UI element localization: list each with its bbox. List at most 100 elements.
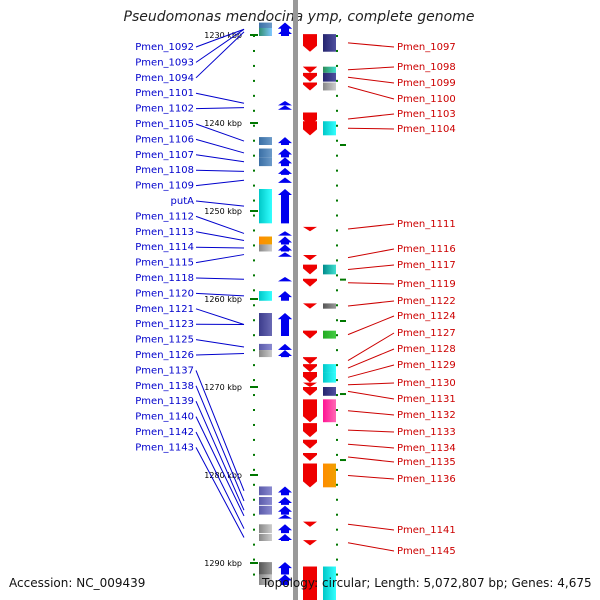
callout-line-pmen-1113 bbox=[195, 231, 245, 241]
cog-box-pmen-1139 bbox=[259, 505, 272, 515]
track-dot bbox=[253, 379, 255, 382]
gene-label-pmen-1122: Pmen_1122 bbox=[397, 296, 456, 307]
cog-box-pmen-1100 bbox=[323, 82, 336, 91]
gene-label-pmen-1104: Pmen_1104 bbox=[397, 124, 456, 135]
gene-label-pmen-1140: Pmen_1140 bbox=[135, 412, 194, 423]
gene-label-pmen-1121: Pmen_1121 bbox=[135, 304, 194, 315]
callout-line-pmen-1111 bbox=[347, 223, 395, 230]
callout-line-pmen-1142 bbox=[195, 431, 245, 529]
track-dot bbox=[253, 438, 255, 441]
forward-gene-pmen-1138 bbox=[278, 497, 292, 505]
callout-line-puta bbox=[195, 200, 245, 207]
track-dots bbox=[253, 35, 346, 576]
gene-label-pmen-1131: Pmen_1131 bbox=[397, 394, 456, 405]
track-dash bbox=[340, 320, 346, 322]
callout-line-pmen-1140 bbox=[195, 416, 245, 517]
gene-label-pmen-1127: Pmen_1127 bbox=[397, 328, 456, 339]
forward-gene-pmen-1137 bbox=[278, 486, 292, 496]
reverse-gene-pmen-1145 bbox=[303, 540, 317, 546]
forward-gene-pmen-1140 bbox=[278, 514, 292, 519]
callout-line-pmen-1103 bbox=[347, 113, 395, 120]
kbp-label-1250: 1250 kbp bbox=[204, 207, 242, 216]
track-dot bbox=[336, 214, 338, 217]
callout-line-pmen-1138 bbox=[195, 385, 245, 502]
track-dot bbox=[253, 513, 255, 516]
reverse-strand bbox=[303, 34, 336, 600]
track-dot bbox=[253, 199, 255, 202]
cog-box-pmen-1114 bbox=[259, 244, 272, 252]
kbp-tick-1280 bbox=[250, 474, 258, 476]
forward-gene-pmen-1118 bbox=[278, 277, 292, 282]
reverse-gene-pmen-1097 bbox=[303, 34, 317, 52]
track-dot bbox=[336, 468, 338, 471]
gene-label-pmen-1132: Pmen_1132 bbox=[397, 410, 456, 421]
track-dot bbox=[253, 289, 255, 292]
gene-label-pmen-1124: Pmen_1124 bbox=[397, 311, 456, 322]
track-dot bbox=[336, 364, 338, 367]
track-dot bbox=[336, 319, 338, 322]
forward-gene-pmen-1113 bbox=[278, 236, 292, 245]
cog-box-pmen-1132 bbox=[323, 399, 336, 423]
reverse-gene-pmen-1128 bbox=[303, 364, 317, 373]
cog-box-pmen-1117 bbox=[323, 264, 336, 275]
reverse-gene-pmen-1135 bbox=[303, 453, 317, 461]
gene-label-pmen-1139: Pmen_1139 bbox=[135, 396, 194, 407]
kbp-tick-1250 bbox=[250, 210, 258, 212]
gene-label-pmen-1123: Pmen_1123 bbox=[135, 319, 194, 330]
track-dot bbox=[336, 289, 338, 292]
reverse-gene-unlabeled bbox=[303, 566, 317, 600]
reverse-gene-pmen-1131 bbox=[303, 387, 317, 396]
cog-box-unlabeled bbox=[259, 574, 272, 585]
track-dot bbox=[336, 154, 338, 157]
right-callouts: Pmen_1097Pmen_1098Pmen_1099Pmen_1100Pmen… bbox=[347, 42, 456, 557]
track-dot bbox=[336, 423, 338, 426]
callout-line-pmen-1141 bbox=[347, 523, 395, 531]
track-dot bbox=[336, 64, 338, 67]
reverse-gene-pmen-1134 bbox=[303, 439, 317, 449]
cog-box-pmen-1129 bbox=[323, 372, 336, 383]
callout-line-pmen-1137 bbox=[195, 370, 245, 492]
cog-box-pmen-1106 bbox=[259, 148, 272, 158]
kbp-label-1240: 1240 kbp bbox=[204, 119, 242, 128]
cog-box-unlabeled bbox=[259, 562, 272, 575]
gene-label-pmen-1142: Pmen_1142 bbox=[135, 427, 194, 438]
track-dot bbox=[253, 364, 255, 367]
forward-gene-pmen-1142 bbox=[278, 524, 292, 534]
forward-gene-pmen-1139 bbox=[278, 505, 292, 515]
gene-label-pmen-1119: Pmen_1119 bbox=[397, 279, 456, 290]
kbp-tick-1270 bbox=[250, 386, 258, 388]
track-dot bbox=[336, 304, 338, 307]
track-dash bbox=[340, 278, 346, 281]
forward-gene-pmen-1114 bbox=[278, 244, 292, 252]
gene-label-pmen-1133: Pmen_1133 bbox=[397, 427, 456, 438]
track-dot bbox=[253, 558, 255, 561]
forward-gene-pmen-1106 bbox=[278, 148, 292, 158]
gene-label-pmen-1100: Pmen_1100 bbox=[397, 94, 456, 105]
forward-gene-pmen-1102 bbox=[278, 105, 292, 110]
kbp-tick-1260 bbox=[250, 298, 258, 300]
reverse-gene-pmen-1127 bbox=[303, 357, 317, 365]
callout-line-pmen-1133 bbox=[347, 429, 395, 433]
reverse-gene-pmen-1116 bbox=[303, 255, 317, 261]
map-title: Pseudomonas mendocina ymp, complete geno… bbox=[0, 9, 600, 25]
track-dot bbox=[253, 319, 255, 322]
gene-label-pmen-1116: Pmen_1116 bbox=[397, 244, 456, 255]
kbp-label-1260: 1260 kbp bbox=[204, 295, 242, 304]
reverse-gene-pmen-1122 bbox=[303, 303, 317, 309]
track-dot bbox=[253, 64, 255, 67]
track-dot bbox=[336, 79, 338, 82]
callout-line-pmen-1112 bbox=[195, 215, 245, 234]
track-dot bbox=[336, 199, 338, 202]
track-dot bbox=[336, 394, 338, 397]
callout-line-pmen-1134 bbox=[347, 443, 395, 449]
track-dot bbox=[336, 453, 338, 456]
kbp-tick-1290 bbox=[250, 562, 258, 564]
cog-box-pmen-1097 bbox=[323, 34, 336, 52]
reverse-gene-pmen-1099 bbox=[303, 72, 317, 82]
track-dot bbox=[336, 274, 338, 277]
callout-line-pmen-1099 bbox=[347, 76, 395, 84]
gene-label-pmen-1137: Pmen_1137 bbox=[135, 365, 194, 376]
forward-gene-puta bbox=[278, 189, 292, 224]
